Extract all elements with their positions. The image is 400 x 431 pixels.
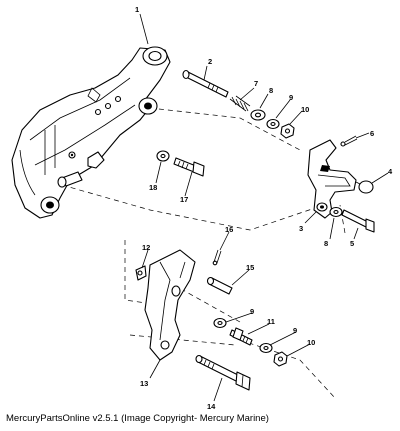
- part-18-washer: [156, 150, 170, 162]
- part-10-nut-upper: [280, 123, 295, 139]
- part-6-cotter-pin: [340, 135, 358, 147]
- part-3-lever: [307, 139, 357, 219]
- part-9-washer-upper: [266, 118, 280, 130]
- callout-labels: 1 2 7 8 9 10 6 4 3 8 5 18 17 16 12 15 9 …: [135, 5, 393, 410]
- part-4-knob: [355, 180, 374, 194]
- leader-lines: [139, 13, 389, 402]
- callout-1: 1: [135, 5, 139, 14]
- part-14-bolt: [195, 354, 251, 391]
- callout-10: 10: [301, 105, 309, 114]
- part-8-washer-upper: [250, 109, 266, 121]
- exploded-parts-diagram: 1 2 7 8 9 10 6 4 3 8 5 18 17 16 12 15 9 …: [11, 5, 393, 410]
- part-17-bolt: [173, 157, 205, 177]
- part-10-nut-lower: [273, 351, 288, 367]
- callout-15: 15: [246, 263, 254, 272]
- image-copyright-caption: MercuryPartsOnline v2.5.1 (Image Copyrig…: [6, 413, 269, 424]
- part-13-lower-lever: [144, 249, 196, 361]
- callout-8-right: 8: [324, 239, 328, 248]
- part-11-stud: [229, 327, 253, 346]
- callout-5: 5: [350, 239, 354, 248]
- callout-3: 3: [299, 224, 303, 233]
- part-7-spring: [229, 95, 251, 112]
- callout-12: 12: [142, 243, 150, 252]
- callout-9-lower-right: 9: [293, 326, 297, 335]
- part-8-washer-right: [329, 206, 343, 218]
- part-12-clip: [135, 265, 147, 281]
- callout-4: 4: [388, 167, 393, 176]
- callout-8: 8: [269, 86, 273, 95]
- callout-9-lower-left: 9: [250, 307, 254, 316]
- part-16-pin: [212, 249, 222, 266]
- callout-13: 13: [140, 379, 148, 388]
- part-2-pin: [182, 69, 229, 98]
- callout-17: 17: [180, 195, 188, 204]
- callout-6: 6: [370, 129, 374, 138]
- callout-18: 18: [149, 183, 157, 192]
- callout-16: 16: [225, 225, 233, 234]
- upper-alignment-lines: [61, 107, 346, 234]
- part-5-bolt: [341, 209, 375, 233]
- callout-10-lower: 10: [307, 338, 315, 347]
- part-9-washer-lower-left: [213, 317, 227, 329]
- callout-11: 11: [267, 317, 275, 326]
- callout-7: 7: [254, 79, 258, 88]
- part-15-pin: [206, 276, 233, 295]
- part-9-washer-lower-right: [259, 342, 273, 354]
- callout-2: 2: [208, 57, 212, 66]
- part-1-main-bracket: [11, 46, 171, 219]
- callout-9: 9: [289, 93, 293, 102]
- callout-14: 14: [207, 402, 216, 410]
